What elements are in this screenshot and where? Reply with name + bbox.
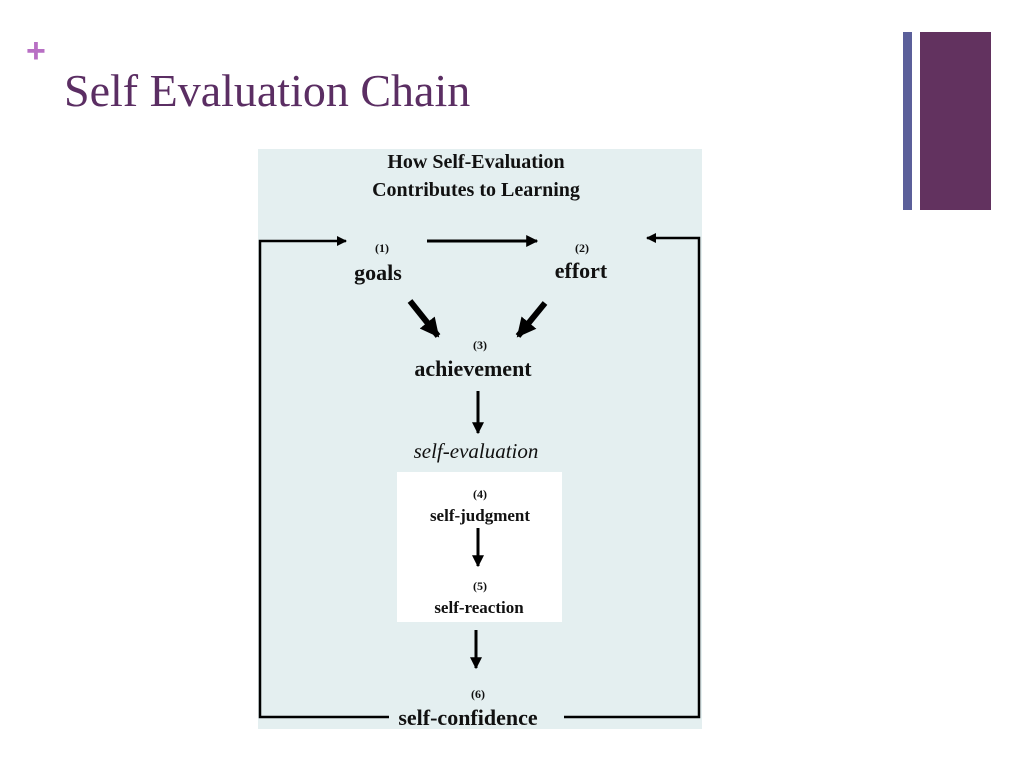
effort-number: (2) [575,241,589,255]
arrow-goals-to-achievement [407,299,441,338]
slide-title: Self Evaluation Chain [64,65,471,116]
self-confidence-label: self-confidence [398,705,538,730]
achievement-number: (3) [473,338,487,352]
goals-label: goals [354,260,402,285]
feedback-loop-left [258,236,389,719]
effort-label: effort [555,258,608,283]
self-confidence-number: (6) [471,687,485,701]
decorative-bar-thick [920,32,991,210]
arrow-effort-to-achievement [515,301,548,338]
plus-icon: + [26,32,46,70]
diagram-heading-line2: Contributes to Learning [372,179,580,201]
self-judgment-number: (4) [473,487,487,501]
goals-number: (1) [375,241,389,255]
diagram-heading-line1: How Self-Evaluation [387,151,564,173]
self-reaction-number: (5) [473,579,487,593]
decorative-bar-thin [903,32,912,210]
diagram-panel [258,149,702,729]
self-judgment-label: self-judgment [430,506,530,525]
self-evaluation-label: self-evaluation [414,439,539,463]
achievement-label: achievement [414,356,532,381]
feedback-loop-right [564,233,701,719]
self-reaction-label: self-reaction [434,598,524,617]
